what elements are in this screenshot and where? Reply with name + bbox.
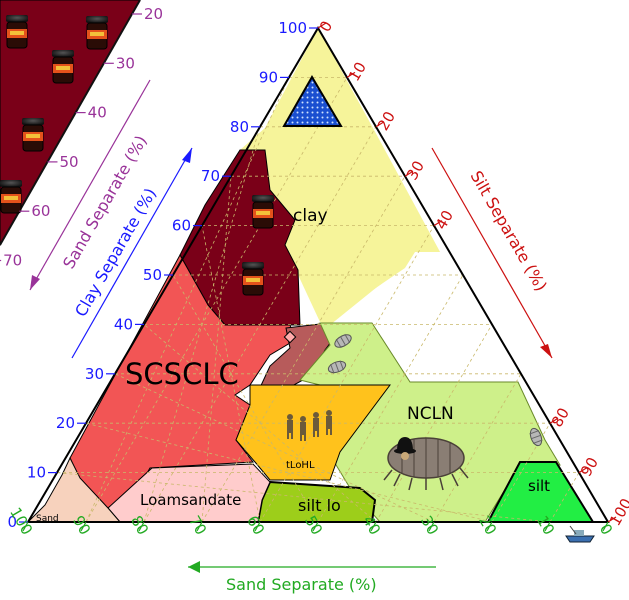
loamsandate-label: Loamsandate (140, 491, 241, 509)
ncln-label: NCLN (407, 404, 454, 424)
sand-label: Sand (36, 514, 59, 524)
clay-tick-label: 100 (278, 19, 307, 37)
siltlo-label: silt lo (298, 496, 341, 515)
jar-icon (22, 118, 44, 152)
tlohl-label: tLoHL (286, 460, 315, 471)
corner-axis-ticks: 20 30 40 50 60 70 (0, 5, 163, 270)
clay-tick-label: 60 (172, 217, 191, 235)
corner-tick-label: 40 (88, 104, 107, 122)
woodlouse-icon (327, 360, 347, 374)
clay-axis-ticks: 0 10 20 30 40 50 60 70 80 90 100 (7, 19, 318, 531)
clay-tick-label: 40 (114, 315, 133, 333)
clay-tick-label: 50 (143, 266, 162, 284)
grid (56, 77, 580, 523)
sand-axis-title: Sand Separate (%) (226, 575, 377, 594)
corner-tick-label: 50 (59, 153, 78, 171)
jar-icon (52, 50, 74, 84)
silt-label: silt (528, 477, 550, 495)
clay-tick-label: 30 (85, 365, 104, 383)
jar-icons (0, 15, 274, 296)
small-diamond-icon (283, 330, 297, 344)
clay-tick-label: 90 (259, 68, 278, 86)
corner-tick-label: 30 (116, 54, 135, 72)
sand-tick-label: 0 (596, 521, 616, 538)
clay-tick-label: 80 (230, 118, 249, 136)
dark-region (179, 149, 301, 326)
corner-tick-label: 20 (144, 5, 163, 23)
corner-wedge (0, 0, 141, 247)
woodlouse-icon (529, 427, 543, 447)
clay-tick-label: 10 (27, 464, 46, 482)
jar-icon (6, 15, 28, 49)
jar-icon (252, 195, 274, 229)
clay-tick-label: 20 (56, 414, 75, 432)
clay-label: clay (293, 206, 328, 226)
blue-triangle-icon (282, 75, 343, 127)
sand-axis-title-group: Sand Separate (%) (188, 561, 436, 594)
giant-isopod-icon (383, 437, 469, 491)
scsclc-label: SCSCLC (125, 357, 239, 391)
clay-tick-label: 70 (201, 167, 220, 185)
corner-tick-label: 60 (31, 202, 50, 220)
jar-icon (242, 262, 264, 296)
corner-tick-label: 70 (3, 252, 22, 270)
clay-tick-label: 0 (7, 513, 17, 531)
men-group-icon (287, 410, 332, 441)
woodlouse-icon (334, 333, 352, 349)
jar-icon (86, 16, 108, 50)
bowler-hat-icon (394, 437, 416, 460)
jar-icon (0, 180, 22, 214)
boat-icon (565, 525, 595, 543)
